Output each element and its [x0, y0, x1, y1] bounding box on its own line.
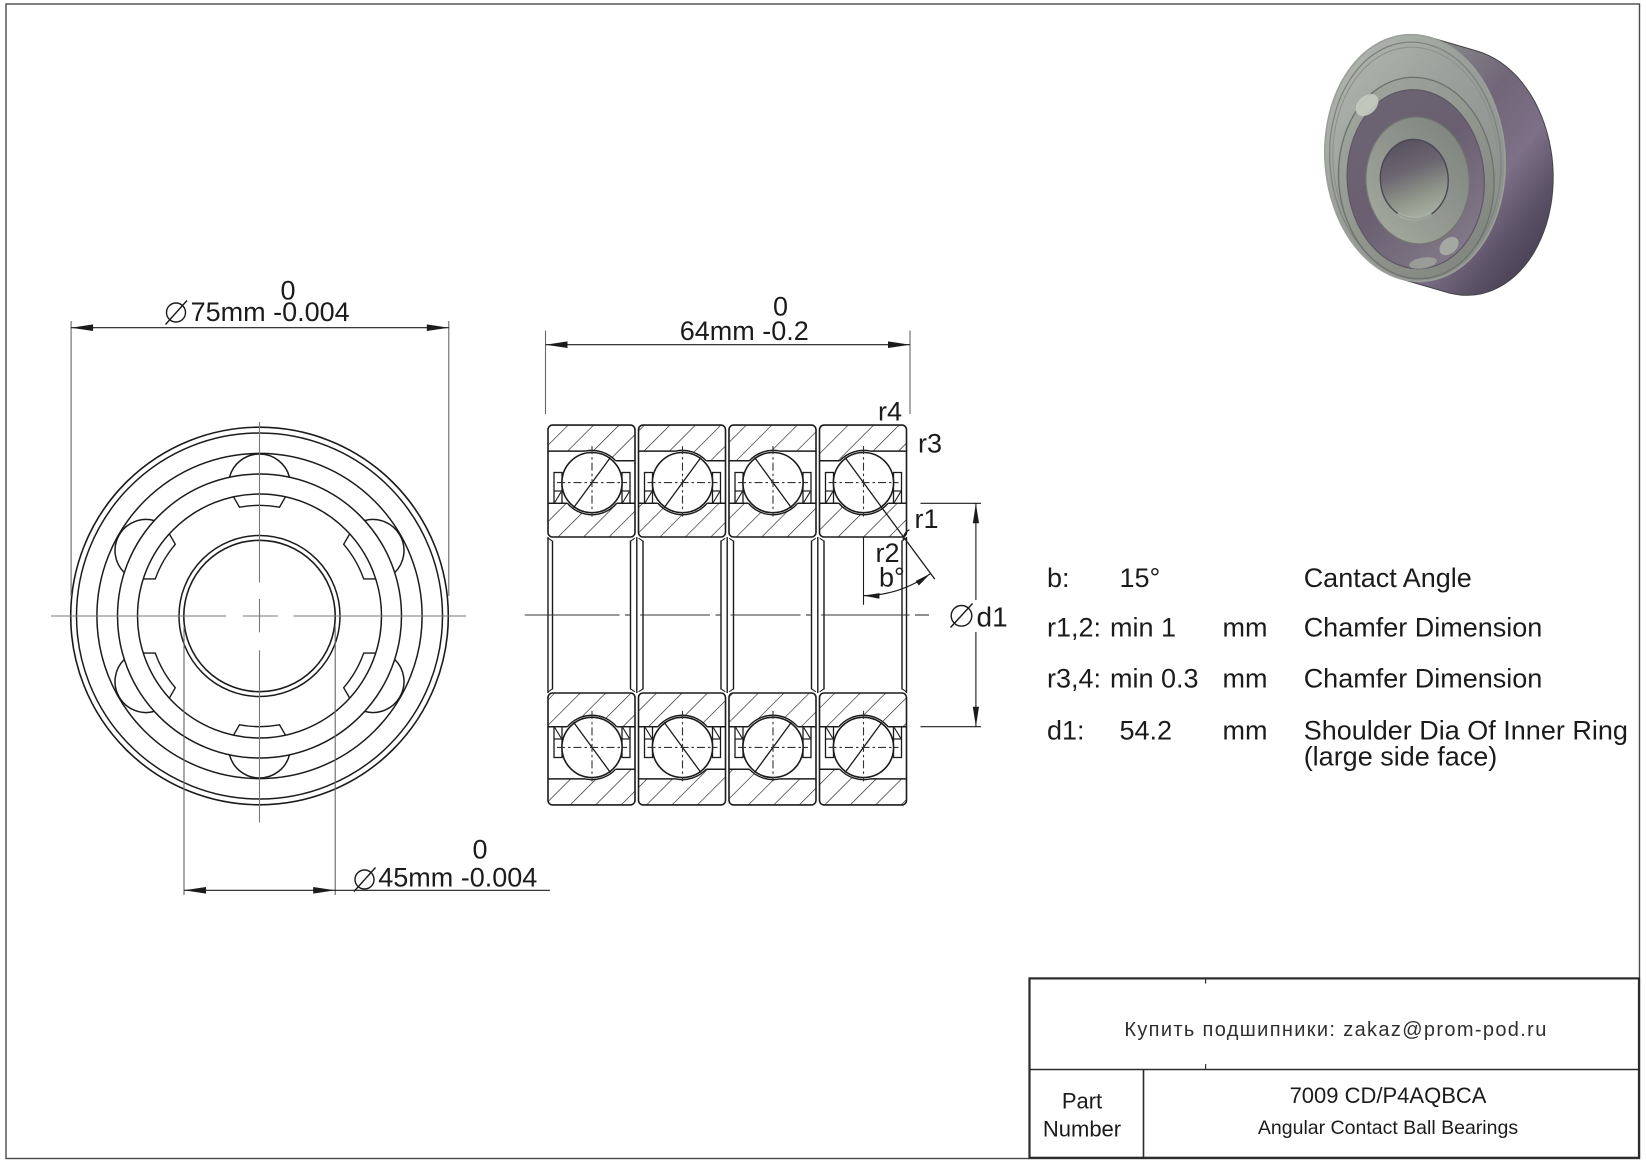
svg-text:Купить подшипники: zakaz@prom-: Купить подшипники: zakaz@prom-pod.ru [1124, 1019, 1547, 1041]
svg-text:r3: r3 [918, 429, 942, 459]
svg-text:64mm -0.2: 64mm -0.2 [680, 316, 809, 346]
svg-text:r1,2:: r1,2: [1047, 613, 1101, 643]
svg-text:mm: mm [1223, 613, 1268, 643]
svg-text:0: 0 [281, 275, 296, 305]
svg-text:r3,4:: r3,4: [1047, 664, 1101, 694]
svg-text:Chamfer Dimension: Chamfer Dimension [1304, 664, 1543, 694]
svg-text:min 0.3: min 0.3 [1110, 664, 1199, 694]
svg-text:d1: d1 [977, 602, 1008, 633]
svg-text:75mm -0.004: 75mm -0.004 [191, 297, 350, 327]
svg-text:0: 0 [473, 835, 488, 865]
svg-text:Cantact Angle: Cantact Angle [1304, 563, 1472, 593]
svg-text:15°: 15° [1120, 563, 1161, 593]
svg-text:r1: r1 [915, 504, 939, 534]
svg-text:Part: Part [1062, 1089, 1102, 1114]
svg-text:r4: r4 [878, 397, 902, 427]
svg-text:min 1: min 1 [1110, 613, 1176, 643]
svg-text:0: 0 [773, 292, 788, 322]
svg-text:d1:: d1: [1047, 716, 1085, 746]
svg-text:Shoulder Dia Of Inner Ring: Shoulder Dia Of Inner Ring [1304, 716, 1628, 746]
svg-text:mm: mm [1223, 664, 1268, 694]
svg-text:mm: mm [1223, 716, 1268, 746]
svg-text:Angular Contact Ball Bearings: Angular Contact Ball Bearings [1258, 1117, 1518, 1139]
svg-text:45mm -0.004: 45mm -0.004 [378, 862, 537, 892]
svg-text:b:: b: [1047, 563, 1070, 593]
svg-text:(large side face): (large side face) [1304, 742, 1498, 772]
svg-text:54.2: 54.2 [1120, 716, 1173, 746]
svg-text:Chamfer Dimension: Chamfer Dimension [1304, 613, 1543, 643]
svg-text:7009 CD/P4AQBCA: 7009 CD/P4AQBCA [1290, 1083, 1487, 1108]
svg-text:b°: b° [879, 563, 905, 593]
svg-text:Number: Number [1043, 1117, 1121, 1142]
svg-text:r2: r2 [876, 538, 900, 568]
